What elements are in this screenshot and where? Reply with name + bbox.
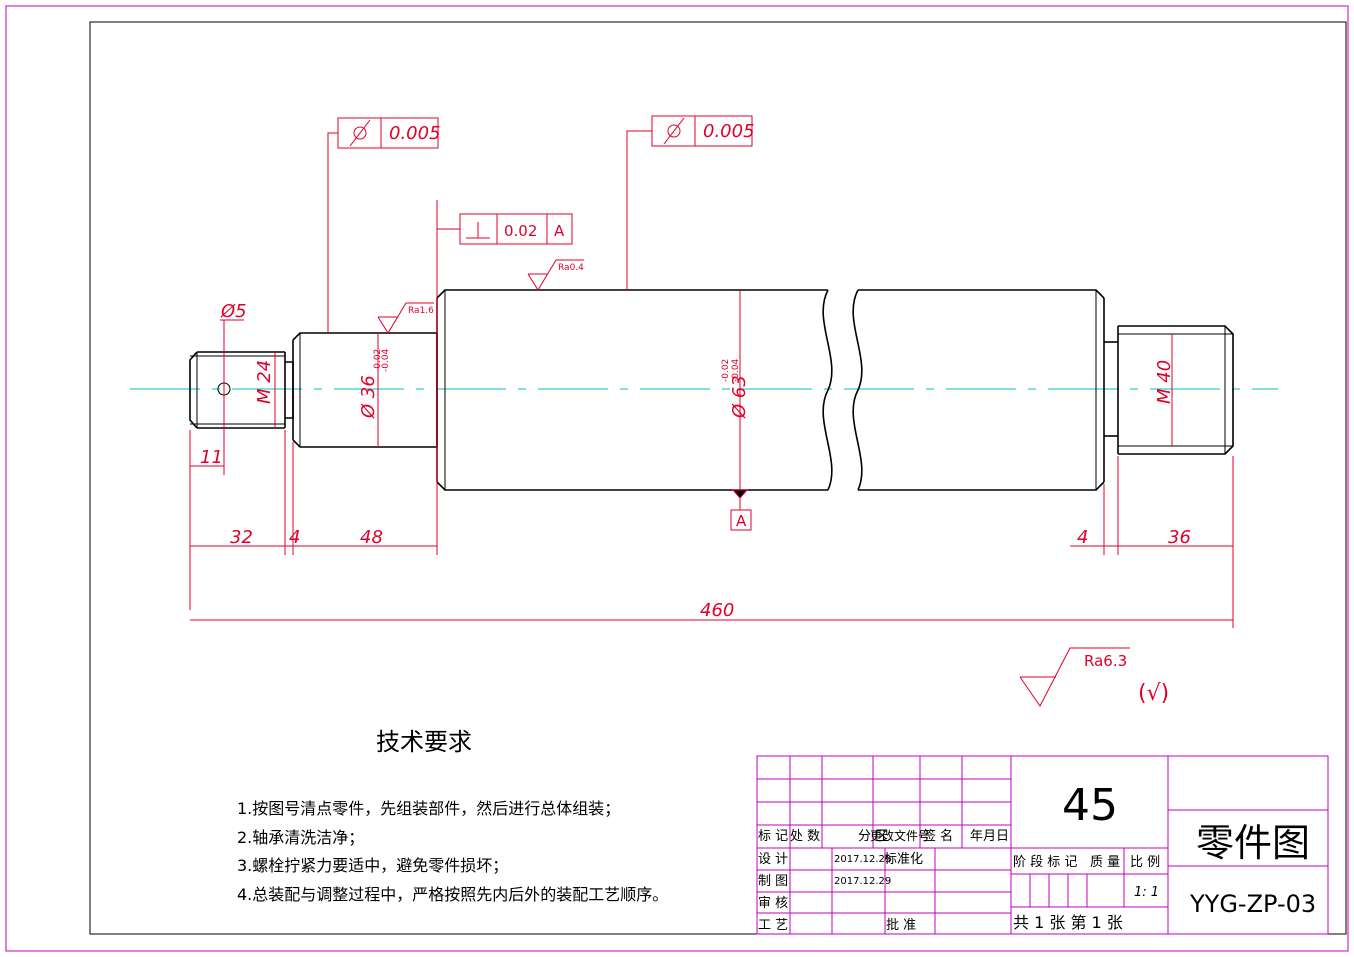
svg-text:1: 1: 1: 1 xyxy=(1134,885,1159,900)
svg-text:签 名: 签 名 xyxy=(923,828,953,844)
svg-text:-0.04: -0.04 xyxy=(731,358,741,382)
svg-text:-0.02: -0.02 xyxy=(721,359,731,382)
svg-text:比 例: 比 例 xyxy=(1130,855,1160,870)
svg-text:标准化: 标准化 xyxy=(884,852,923,867)
svg-text:制 图: 制 图 xyxy=(758,874,788,889)
outer-border xyxy=(5,5,1349,952)
thread-left-label: M 24 xyxy=(254,360,275,404)
svg-text:2017.12.29: 2017.12.29 xyxy=(834,854,891,865)
tech-requirements: 技术要求 1.按图号清点零件，先组装部件，然后进行总体组装； 2.轴承清洗洁净；… xyxy=(237,728,668,904)
dia-36-label: Ø 36 xyxy=(358,375,379,419)
datum-label: A xyxy=(736,512,747,530)
shaft-outline xyxy=(189,289,1234,491)
svg-text:标 记: 标 记 xyxy=(758,829,788,844)
tech-item-3: 3.螺栓拧紧力要适中，避免零件损坏； xyxy=(237,856,508,875)
rest-mark: (√) xyxy=(1138,681,1169,706)
svg-text:工 艺: 工 艺 xyxy=(758,918,788,933)
svg-text:-0.04: -0.04 xyxy=(381,348,391,372)
svg-text:分 区: 分 区 xyxy=(858,829,888,844)
svg-text:更改文件号: 更改文件号 xyxy=(870,828,930,843)
len-32-label: 32 xyxy=(230,527,253,548)
ra-63-label: Ra6.3 xyxy=(1084,652,1127,670)
title-block: 45 零件图 YYG-ZP-03 标 记 处 数 分 区 更改文件号 签 名 年… xyxy=(756,755,1329,935)
ra-04-label: Ra0.4 xyxy=(558,263,584,273)
svg-text:阶 段 标 记: 阶 段 标 记 xyxy=(1013,855,1077,870)
svg-text:处 数: 处 数 xyxy=(790,829,820,844)
len-4-left-label: 4 xyxy=(289,527,300,548)
tech-title: 技术要求 xyxy=(376,728,472,756)
inner-border xyxy=(89,21,1347,935)
runout-right-value: 0.005 xyxy=(703,121,755,142)
len-4-right-label: 4 xyxy=(1077,527,1088,548)
svg-text:审 核: 审 核 xyxy=(758,896,788,911)
svg-text:设 计: 设 计 xyxy=(758,852,788,867)
dimensions: Ø5 11 M 24 Ø 36 -0.02 -0.04 Ø 63 -0.02 -… xyxy=(189,200,1234,628)
perp-value: 0.02 xyxy=(504,222,537,240)
svg-text:-0.02: -0.02 xyxy=(373,349,383,372)
drawing-number: YYG-ZP-03 xyxy=(1189,890,1316,918)
tech-item-1: 1.按图号清点零件，先组装部件，然后进行总体组装； xyxy=(237,799,620,818)
svg-text:共 1 张 第 1 张: 共 1 张 第 1 张 xyxy=(1013,913,1123,932)
tech-item-2: 2.轴承清洗洁净； xyxy=(237,828,364,847)
svg-text:2017.12.29: 2017.12.29 xyxy=(834,876,891,887)
dia-63-label: Ø 63 xyxy=(729,375,750,419)
runout-left-value: 0.005 xyxy=(389,123,441,144)
thread-right-label: M 40 xyxy=(1154,360,1175,404)
svg-text:批 准: 批 准 xyxy=(886,918,916,933)
len-total-label: 460 xyxy=(700,600,734,621)
svg-text:年月日: 年月日 xyxy=(970,829,1009,844)
len-36-label: 36 xyxy=(1168,527,1191,548)
hole-pos-label: 11 xyxy=(200,447,223,468)
material-value: 45 xyxy=(1062,780,1118,831)
perp-datum: A xyxy=(554,222,565,240)
tech-item-4: 4.总装配与调整过程中，严格按照先内后外的装配工艺顺序。 xyxy=(237,885,668,904)
svg-text:质 量: 质 量 xyxy=(1090,855,1120,870)
hole-dia-label: Ø5 xyxy=(220,301,247,322)
drawing-name: 零件图 xyxy=(1196,821,1310,865)
tolerance-frames: 0.005 0.005 0.02 A A xyxy=(327,115,755,531)
len-48-label: 48 xyxy=(360,527,383,548)
roughness-symbols: Ra0.4 Ra1.6 Ra6.3 (√) xyxy=(377,259,1169,707)
ra-16-label: Ra1.6 xyxy=(408,306,434,316)
